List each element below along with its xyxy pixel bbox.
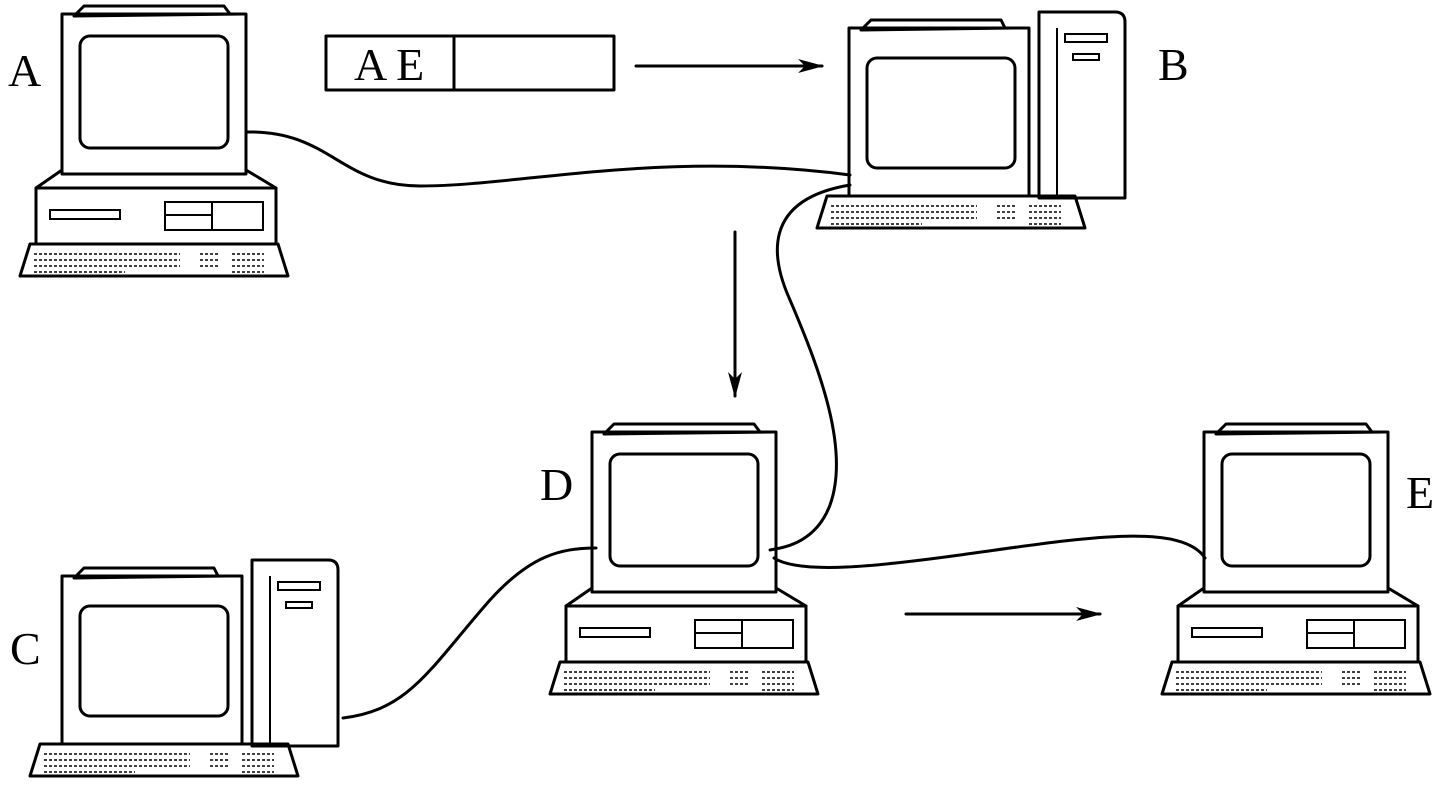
computer-a (20, 6, 288, 276)
label-e: E (1406, 467, 1434, 518)
packet-header: A E (354, 39, 424, 90)
cable-d-e (774, 536, 1205, 567)
label-d: D (540, 459, 573, 510)
computer-e (1162, 424, 1430, 694)
packet: A E (326, 36, 614, 90)
cable-b-d (770, 185, 850, 550)
computer-b (817, 12, 1125, 228)
computer-c (30, 560, 338, 776)
cable-a-b (246, 132, 850, 186)
label-b: B (1158, 39, 1189, 90)
label-c: C (10, 623, 41, 674)
label-a: A (8, 45, 41, 96)
